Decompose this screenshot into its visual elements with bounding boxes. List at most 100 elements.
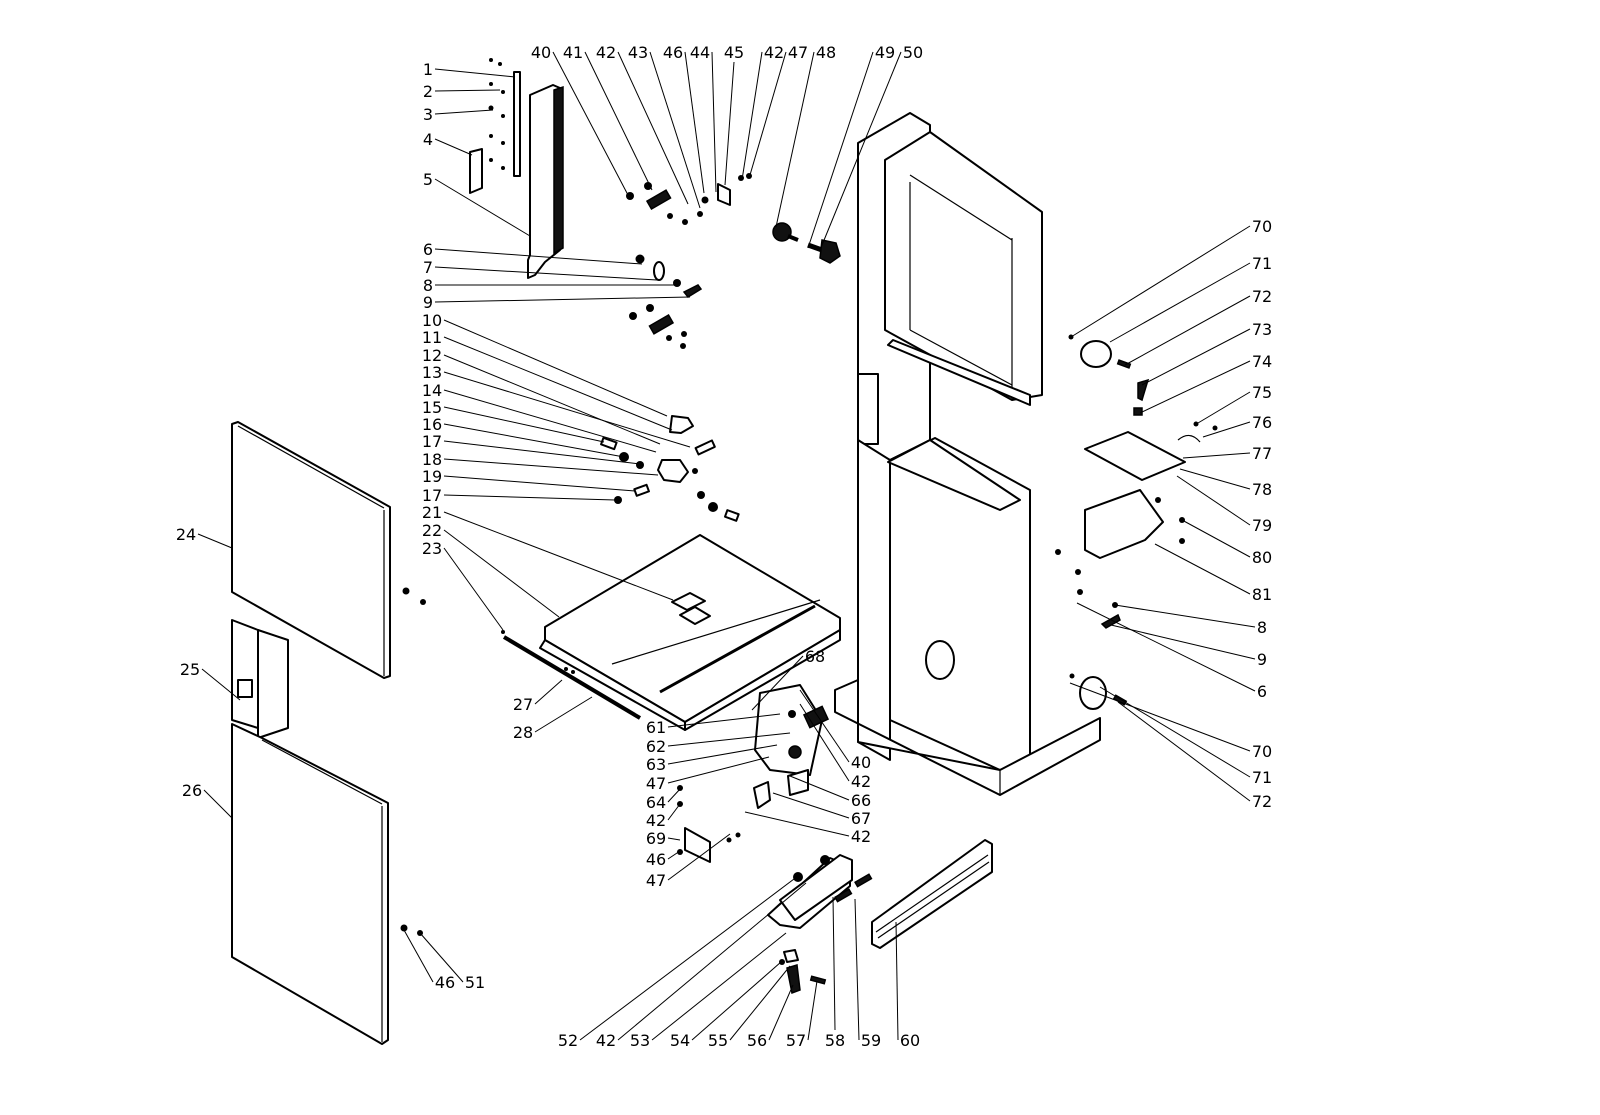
part-number-label: 52: [558, 1031, 578, 1050]
lower-door-part-26: [231, 723, 389, 1045]
leader-line: [534, 679, 563, 705]
part-number-label: 69: [646, 829, 666, 848]
part-number-label: 72: [1252, 287, 1272, 306]
table-insert-part-21: [671, 592, 706, 611]
leader-line: [434, 109, 494, 115]
part-number-label: 47: [646, 774, 666, 793]
leader-line: [799, 689, 850, 763]
part-number-label: 8: [1257, 618, 1267, 637]
leader-line: [434, 138, 473, 156]
leader-line: [1114, 604, 1256, 628]
right-side-parts: [1055, 334, 1218, 710]
leader-line: [724, 61, 735, 186]
part-number-label: 74: [1252, 352, 1272, 371]
part-number-label: 46: [663, 43, 683, 62]
part-number-label: 19: [422, 467, 442, 486]
leader-line: [819, 51, 902, 251]
leader-line: [434, 248, 643, 265]
part-number-label: 46: [646, 850, 666, 869]
leader-line: [1197, 391, 1251, 424]
part-number-label: 7: [423, 258, 433, 277]
part-number-label: 9: [1257, 650, 1267, 669]
leader-line: [729, 965, 791, 1041]
leader-line: [434, 68, 516, 78]
leader-line: [617, 51, 689, 205]
leader-line: [667, 837, 681, 841]
part-number-label: 55: [708, 1031, 728, 1050]
part-number-label: 43: [628, 43, 648, 62]
fence-and-trunnion: [677, 684, 993, 995]
part-number-label: 3: [423, 105, 433, 124]
part-number-label: 48: [816, 43, 836, 62]
leader-line: [1076, 602, 1256, 692]
part-number-label: 59: [861, 1031, 881, 1050]
leader-line: [617, 882, 807, 1041]
leader-line: [1182, 452, 1251, 459]
part-number-label: 46: [435, 973, 455, 992]
leader-line: [1176, 475, 1251, 526]
leader-line: [684, 51, 705, 194]
leader-line: [1109, 262, 1251, 343]
leader-line: [201, 668, 241, 701]
part-number-label: 58: [825, 1031, 845, 1050]
part-number-label: 70: [1252, 217, 1272, 236]
part-number-label: 62: [646, 737, 666, 756]
leader-line: [749, 51, 787, 176]
blade-guard-part-5: [527, 84, 561, 279]
leader-line: [434, 89, 501, 92]
leader-line: [443, 389, 657, 453]
leader-line: [419, 932, 464, 983]
leader-line: [443, 319, 668, 417]
part-number-label: 60: [900, 1031, 920, 1050]
part-number-label: 9: [423, 293, 433, 312]
part-number-label: 42: [646, 811, 666, 830]
leader-line: [807, 51, 874, 249]
saw-table: [501, 534, 841, 731]
part-number-label: 77: [1252, 444, 1272, 463]
part-number-label: 21: [422, 503, 442, 522]
part-number-label: 71: [1252, 254, 1272, 273]
guard-rail-part-1: [513, 71, 521, 177]
blade-cover-part-81: [1084, 489, 1164, 559]
leader-line: [203, 789, 233, 819]
part-number-label: 51: [465, 973, 485, 992]
part-number-label: 12: [422, 346, 442, 365]
part-number-label: 15: [422, 398, 442, 417]
part-number-label: 67: [851, 809, 871, 828]
leader-line: [443, 423, 625, 458]
cover-part-69: [684, 827, 711, 863]
part-number-label: 61: [646, 718, 666, 737]
part-number-label: 71: [1252, 768, 1272, 787]
part-number-label: 80: [1252, 548, 1272, 567]
guard-screws: [488, 58, 505, 170]
leader-line: [691, 961, 782, 1041]
leader-line: [1124, 295, 1251, 366]
leader-line: [434, 296, 691, 303]
blade-guard-tray-part-77: [1084, 431, 1186, 481]
part-number-label: 2: [423, 82, 433, 101]
part-number-label: 5: [423, 170, 433, 189]
part-number-label: 42: [596, 1031, 616, 1050]
part-number-label: 40: [531, 43, 551, 62]
part-number-label: 26: [182, 781, 202, 800]
leader-line: [1141, 328, 1251, 386]
main-frame: [834, 112, 1101, 796]
leader-line: [1154, 543, 1251, 595]
upper-door-part-24: [231, 421, 391, 679]
part-number-label: 54: [670, 1031, 690, 1050]
door-hinge-panel-part-25: [231, 619, 259, 729]
leader-line: [667, 787, 682, 803]
part-number-label: 13: [422, 363, 442, 382]
leader-line: [584, 51, 653, 191]
part-number-label: 18: [422, 450, 442, 469]
leader-line: [667, 833, 731, 881]
part-number-label: 17: [422, 432, 442, 451]
leader-line: [1070, 225, 1251, 338]
leader-line: [741, 51, 763, 181]
leader-line: [799, 703, 850, 782]
part-number-label: 72: [1252, 792, 1272, 811]
leader-line: [832, 896, 836, 1031]
lower-guide-block: [600, 415, 740, 522]
